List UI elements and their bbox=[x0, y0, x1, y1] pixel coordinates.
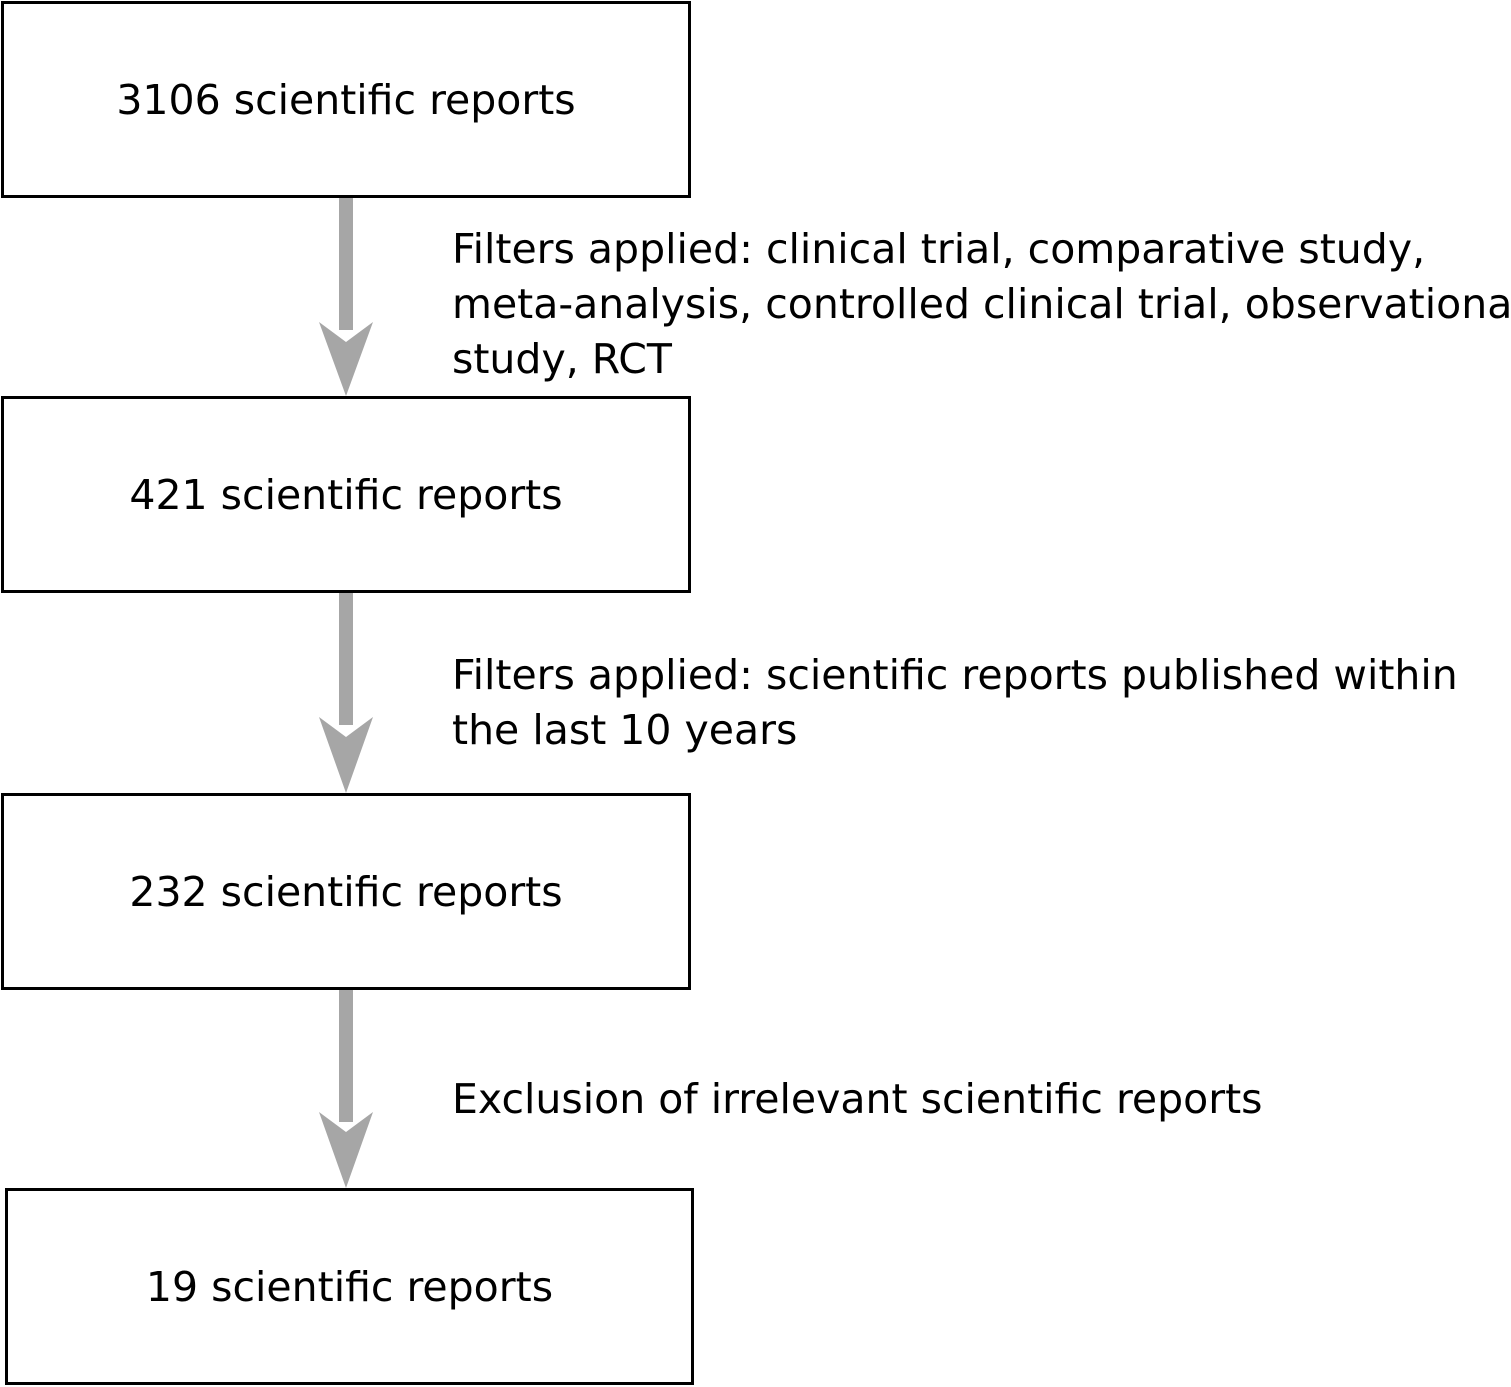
filter-step-line: the last 10 years bbox=[452, 706, 798, 754]
flow-box-label: 19 scientific reports bbox=[145, 1262, 554, 1311]
filter-step-line: Filters applied: scientific reports publ… bbox=[452, 651, 1458, 699]
flow-box-filtered-by-type: 421 scientific reports bbox=[1, 396, 691, 593]
arrow-2 bbox=[319, 593, 373, 793]
arrow-3 bbox=[319, 990, 373, 1188]
flow-box-filtered-by-date: 232 scientific reports bbox=[1, 793, 691, 990]
filter-step-note: Filters applied: clinical trial, compara… bbox=[452, 222, 1511, 387]
flow-box-final: 19 scientific reports bbox=[5, 1188, 694, 1385]
exclusion-step-line: Exclusion of irrelevant scientific repor… bbox=[452, 1075, 1263, 1123]
filter-step-line: study, RCT bbox=[452, 335, 672, 383]
exclusion-step-note: Exclusion of irrelevant scientific repor… bbox=[452, 1072, 1263, 1127]
filter-step-note: Filters applied: scientific reports publ… bbox=[452, 648, 1458, 758]
arrow-1 bbox=[319, 198, 373, 396]
flow-box-label: 232 scientific reports bbox=[129, 867, 563, 916]
flow-box-label: 421 scientific reports bbox=[129, 470, 563, 519]
filter-step-line: Filters applied: clinical trial, compara… bbox=[452, 225, 1426, 273]
flow-box-initial: 3106 scientific reports bbox=[1, 1, 691, 198]
flow-box-label: 3106 scientific reports bbox=[116, 75, 576, 124]
filter-step-line: meta-analysis, controlled clinical trial… bbox=[452, 280, 1511, 328]
